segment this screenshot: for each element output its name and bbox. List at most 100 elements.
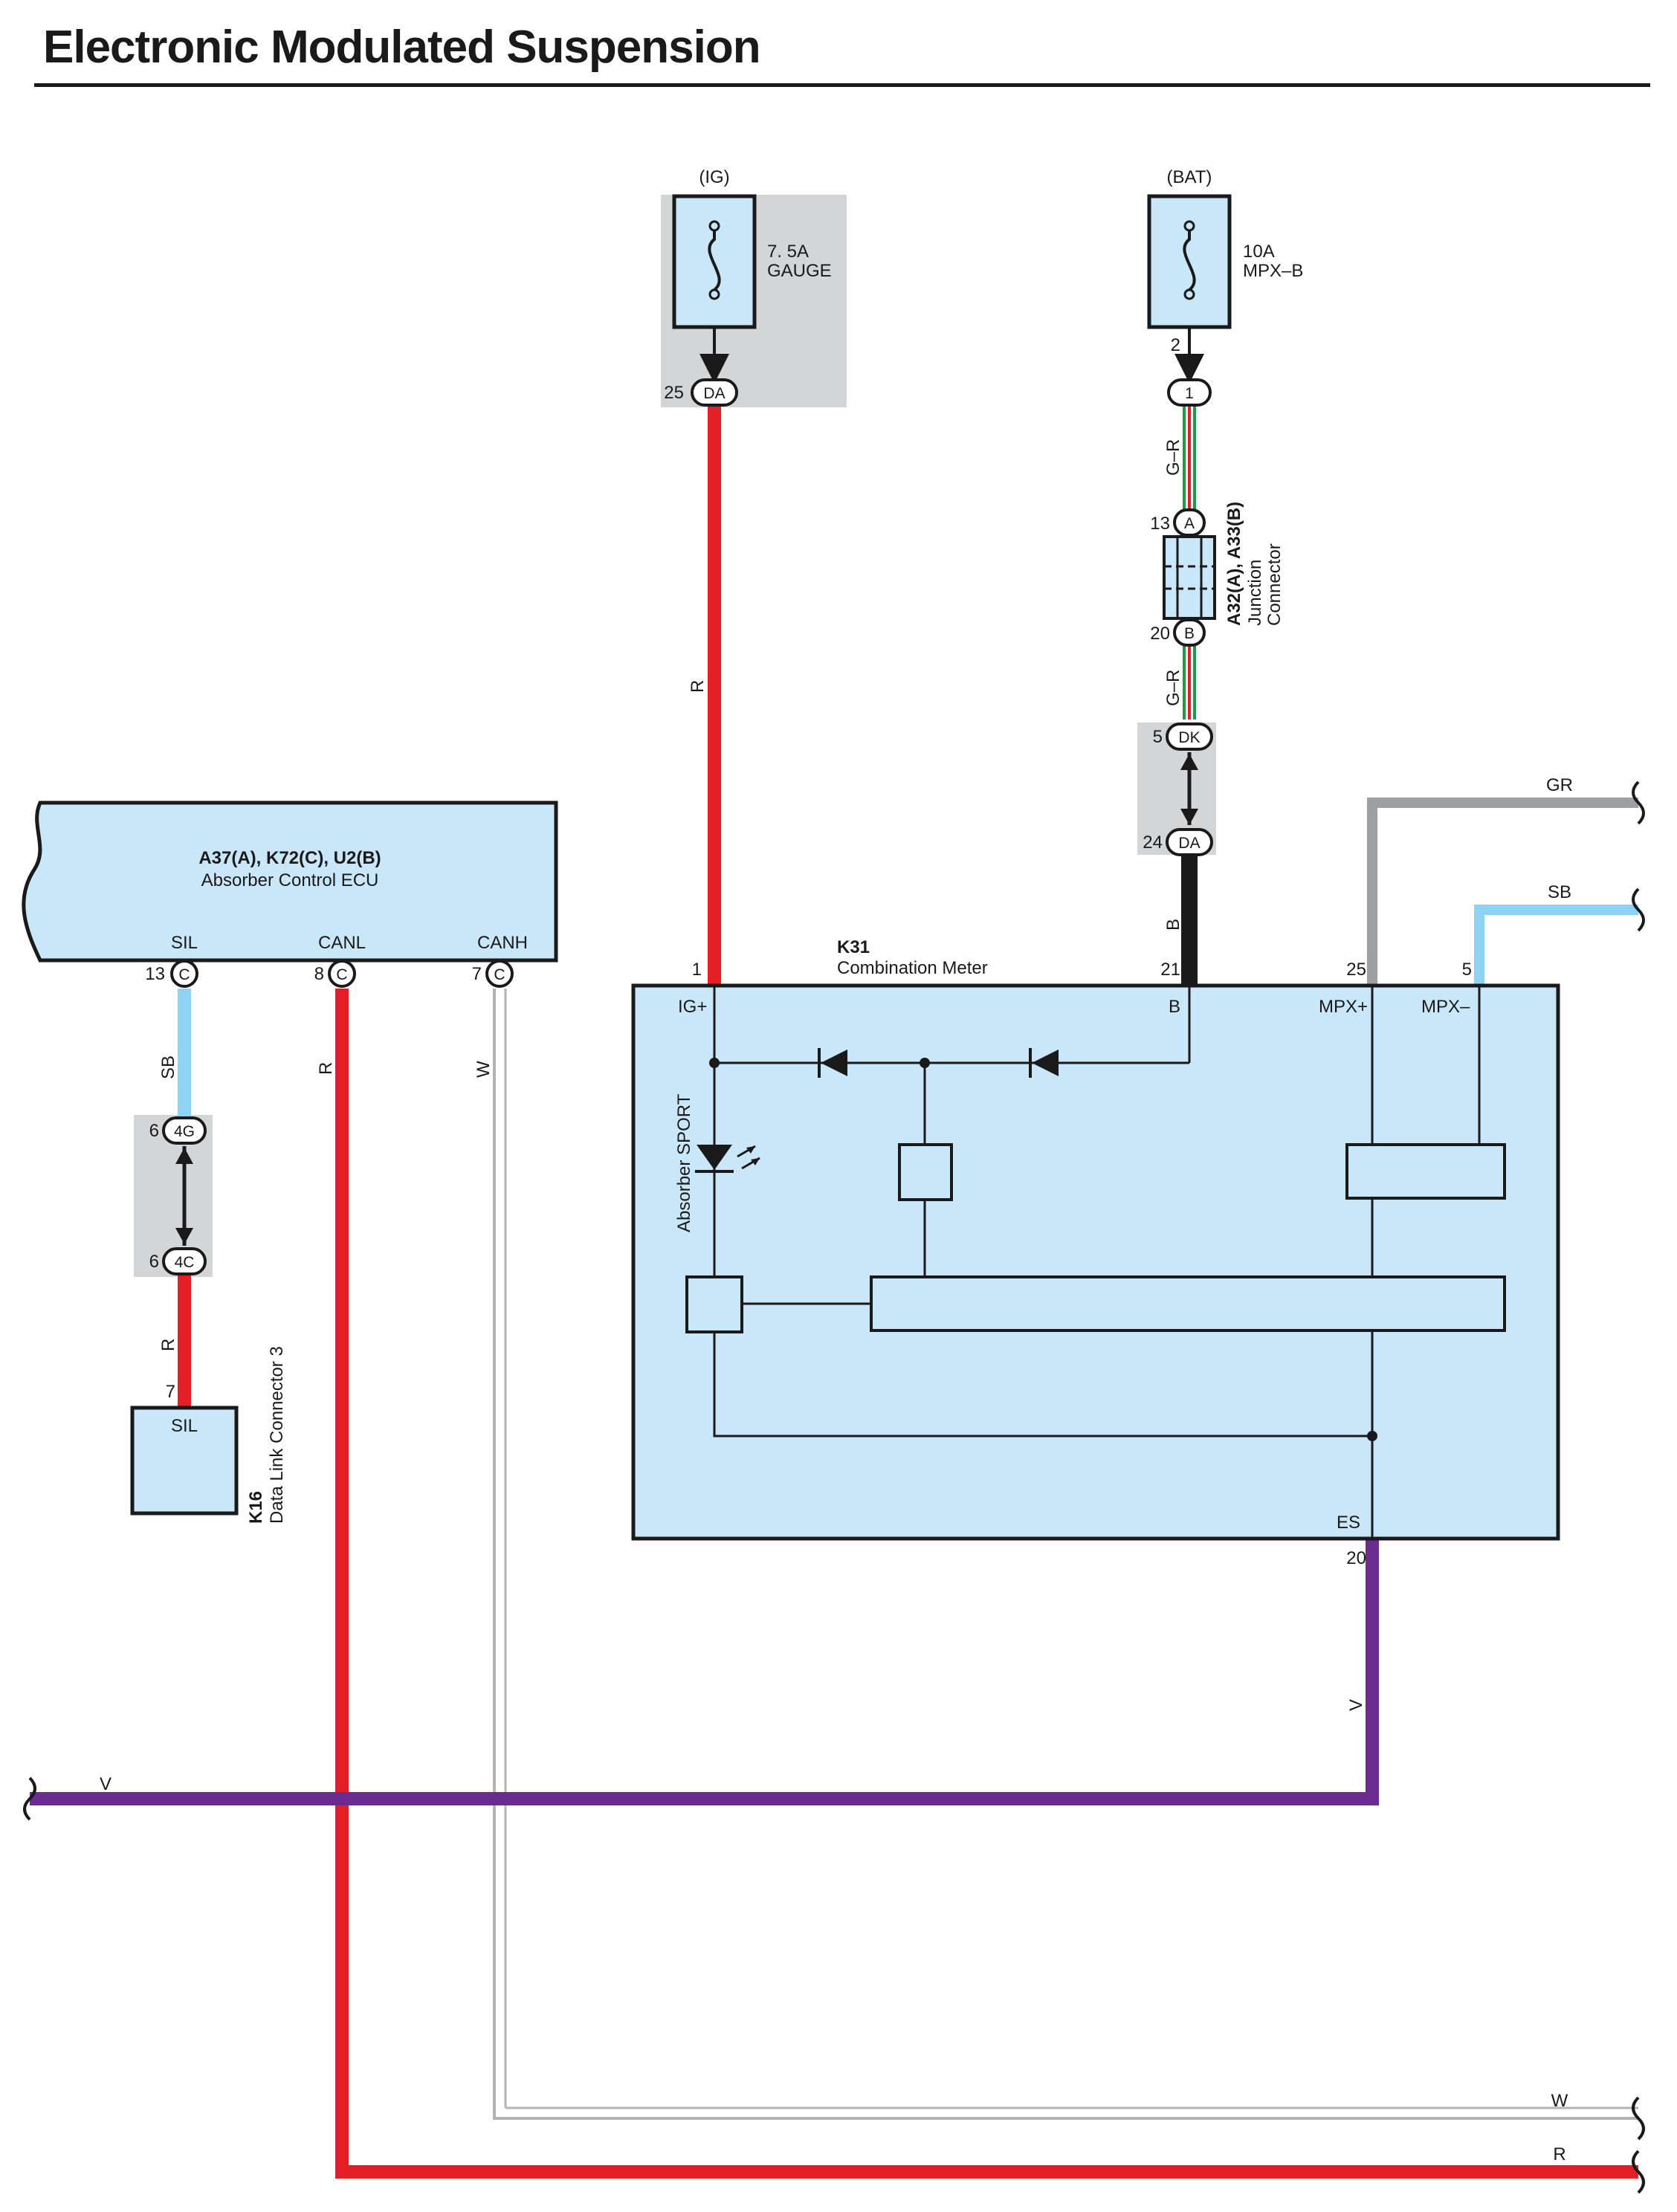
wire-break-gr — [1632, 780, 1645, 825]
ig-fuse-rating: 7. 5A — [767, 242, 809, 262]
da-pin: 24 — [1143, 832, 1163, 853]
meter-led-label: Absorber SPORT — [674, 1093, 694, 1232]
meter-terminal-b: B — [1169, 997, 1180, 1017]
meter-terminal-mpxplus: MPX+ — [1319, 997, 1368, 1017]
4c-pin: 6 — [149, 1252, 159, 1272]
wire-canh[interactable] — [493, 989, 1638, 2120]
ecu-conn-sil: C — [178, 966, 190, 983]
wire-label-bat-lower: G–R — [1163, 670, 1183, 706]
meter-mpx-interface-box — [1345, 1143, 1506, 1200]
dlc-terminal: SIL — [171, 1416, 198, 1436]
junction-conn-b: B — [1184, 625, 1195, 642]
4g-connector — [162, 1116, 207, 1145]
da-conn-label: DA — [1178, 835, 1200, 852]
ecu-name: Absorber Control ECU — [201, 870, 379, 890]
ecu-canl-pin — [328, 960, 356, 988]
wire-break-w — [1632, 2096, 1645, 2141]
ig-da-connector — [691, 378, 738, 407]
junction-pin-a: 13 — [1150, 514, 1170, 534]
bat-1-connector — [1167, 378, 1212, 407]
meter-terminal-igplus: IG+ — [678, 997, 707, 1017]
junction-name-2: Connector — [1264, 543, 1285, 626]
wire-canl[interactable] — [335, 989, 1638, 2179]
wire-es[interactable] — [30, 1539, 1379, 1805]
ecu-terminal-sil: SIL — [171, 933, 198, 953]
dk-connector — [1166, 722, 1213, 751]
meter-pin-b: 21 — [1160, 960, 1180, 980]
ecu-pin-canh: 7 — [472, 964, 482, 984]
ecu-terminal-canh: CANH — [477, 933, 528, 953]
meter-pin-igplus: 1 — [692, 960, 702, 980]
bat-fuse-element — [1183, 221, 1196, 297]
page-title: Electronic Modulated Suspension — [43, 22, 761, 73]
ig-source-label: (IG) — [699, 167, 729, 187]
wire-label-canh-bus: W — [1551, 2091, 1568, 2111]
dlc-name: Data Link Connector 3 — [267, 1346, 287, 1524]
ig-conn-label: DA — [703, 385, 725, 402]
dk-pin: 5 — [1153, 727, 1163, 747]
junction-conn-a: A — [1184, 515, 1195, 532]
wire-label-mpx-minus: SB — [1548, 882, 1571, 902]
dk-conn-label: DK — [1178, 729, 1200, 746]
meter-pin-mpxminus: 5 — [1462, 960, 1472, 980]
ig-fuse-element — [708, 221, 721, 297]
da-connector — [1166, 828, 1213, 856]
bat-conn-label: 1 — [1185, 385, 1194, 402]
dlc-body — [130, 1406, 239, 1516]
bat-pin: 2 — [1171, 335, 1180, 355]
meter-id: K31 — [837, 937, 870, 957]
meter-pin-mpxplus: 25 — [1346, 960, 1366, 980]
ecu-body — [22, 801, 558, 963]
ecu-terminal-canl: CANL — [318, 933, 366, 953]
title-rule — [34, 83, 1650, 87]
junction-id: A32(A), A33(B) — [1224, 502, 1244, 626]
wire-label-bat-meter: B — [1163, 919, 1183, 931]
diode-1 — [821, 1050, 847, 1076]
bat-fuse-rating: 10A — [1243, 242, 1275, 262]
wire-label-bat-upper: G–R — [1163, 439, 1183, 476]
4g-conn-label: 4G — [174, 1123, 195, 1140]
4c-conn-label: 4C — [175, 1254, 195, 1271]
dlc-id: K16 — [246, 1491, 266, 1524]
absorber-sport-led — [697, 1145, 732, 1170]
ecu-sil-pin — [170, 960, 198, 988]
ecu-id: A37(A), K72(C), U2(B) — [198, 848, 381, 868]
bat-source-label: (BAT) — [1167, 167, 1212, 187]
meter-name: Combination Meter — [837, 958, 988, 978]
meter-cpu-box — [870, 1275, 1506, 1332]
4g-pin: 6 — [149, 1121, 159, 1141]
wire-break-sb — [1632, 887, 1645, 932]
meter-body — [631, 983, 1560, 1541]
4c-connector — [162, 1247, 207, 1275]
wire-break-v — [23, 1776, 36, 1821]
wire-label-sil-upper: SB — [158, 1055, 178, 1079]
wire-label-ig-feed: R — [688, 680, 708, 693]
dlc-pin: 7 — [166, 1382, 175, 1402]
ecu-canh-pin — [485, 960, 514, 988]
wire-label-canl: R — [316, 1062, 336, 1075]
ig-fuse-name: GAUGE — [767, 261, 832, 281]
ecu-conn-canh: C — [494, 966, 505, 983]
wire-label-canh: W — [474, 1061, 494, 1078]
wire-label-mpx-plus: GR — [1546, 775, 1573, 795]
ig-pin: 25 — [664, 383, 684, 403]
meter-terminal-mpxminus: MPX– — [1421, 997, 1470, 1017]
meter-pin-es: 20 — [1346, 1548, 1366, 1568]
wire-mpx-minus[interactable] — [1474, 905, 1638, 986]
junction-name-1: Junction — [1245, 560, 1265, 626]
bat-fuse-name: MPX–B — [1243, 261, 1303, 281]
wire-break-r — [1632, 2150, 1645, 2194]
wire-label-sil-lower: R — [158, 1339, 178, 1351]
ecu-conn-canl: C — [336, 966, 347, 983]
meter-regulator-box — [898, 1143, 953, 1201]
wire-label-es-down: V — [1346, 1699, 1366, 1711]
junction-connector — [1163, 535, 1216, 620]
wire-label-es-bus: V — [100, 1774, 112, 1794]
meter-terminal-es: ES — [1337, 1513, 1360, 1533]
junction-pin-b: 20 — [1150, 624, 1170, 644]
wire-mpx-plus[interactable] — [1367, 798, 1638, 986]
ecu-pin-canl: 8 — [314, 964, 324, 984]
wire-label-canl-bus: R — [1553, 2144, 1565, 2164]
diode-2 — [1032, 1050, 1059, 1076]
